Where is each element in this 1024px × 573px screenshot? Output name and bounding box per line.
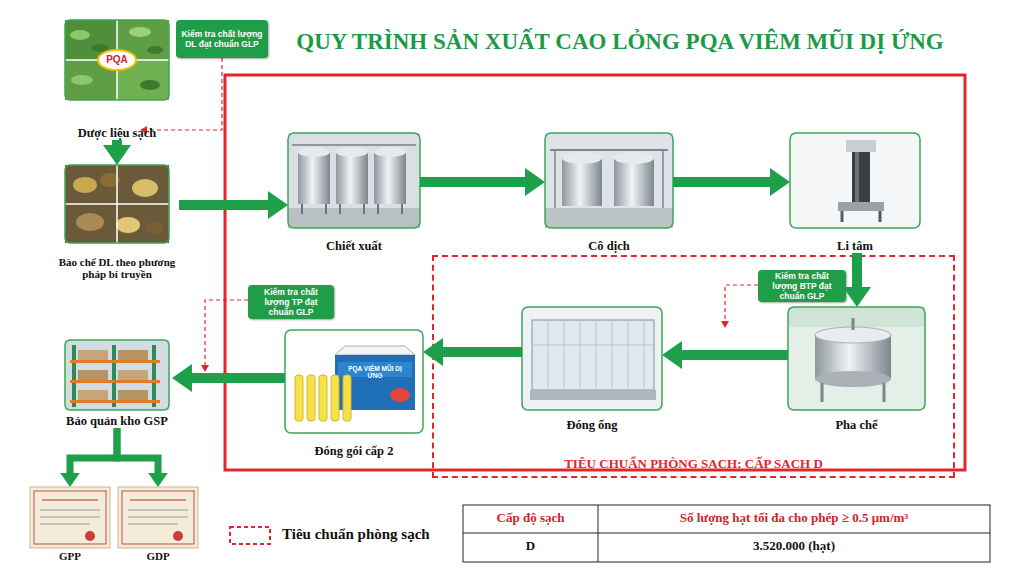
arrow-shaft [192, 373, 285, 383]
node-label: Kiểm tra chất lượng BTP đạt chuẩn GLP [762, 271, 842, 302]
node-label: Dược liệu sạch [65, 126, 169, 140]
node-label: Cô dịch [545, 239, 673, 253]
production-frame [225, 75, 965, 470]
node-label: Chiết xuất [288, 239, 420, 253]
arrow-head [662, 341, 682, 369]
node-label: GPP [30, 550, 110, 563]
process-step: Cô dịch [545, 133, 673, 253]
arrow-shaft [420, 177, 525, 187]
flow-arrow [662, 341, 788, 369]
node-label: Đóng ống [522, 418, 662, 432]
arrow-shaft [852, 253, 862, 287]
diagram-title: QUY TRÌNH SẢN XUẤT CAO LỎNG PQA VIÊM MŨI… [270, 29, 970, 55]
process-step: Dược liệu sạch [65, 20, 169, 140]
legend-text: Tiêu chuẩn phòng sạch [282, 526, 430, 543]
process-step: Bào chế DL theo phương pháp bí truyền [55, 165, 179, 281]
filling-machine [522, 307, 662, 410]
table-cell: 3.520.000 (hạt) [598, 539, 990, 554]
flow-arrow [843, 253, 871, 307]
process-step: GDP [118, 487, 198, 563]
flow-arrow [172, 364, 285, 392]
arrow-head [103, 145, 131, 165]
herb-prep-photo [65, 165, 169, 243]
process-step: Pha chế [788, 307, 925, 432]
node-label: Đóng gói cấp 2 [285, 444, 423, 458]
process-step: Chiết xuất [288, 133, 420, 253]
process-step: Đóng gói cấp 2 [285, 330, 423, 458]
table-grid [463, 505, 990, 562]
arrow-shaft [117, 428, 158, 473]
arrow-shaft [112, 140, 122, 145]
evaporator-tanks [545, 133, 673, 228]
legend-sample [230, 527, 270, 544]
process-step: Đóng ống [522, 307, 662, 432]
arrow-head [423, 338, 443, 366]
arrow-shaft [70, 428, 117, 473]
flow-arrow [60, 428, 117, 487]
logo-text: PQA [100, 54, 134, 66]
photo-frame [65, 20, 925, 433]
arrow-shaft [443, 347, 522, 357]
quality-check-callout: Kiểm tra chất lượng BTP đạt chuẩn GLP [758, 270, 846, 302]
node-label: Li tâm [790, 239, 920, 253]
node-label: Kiểm tra chất lượng DL đạt chuẩn GLP [180, 29, 264, 49]
process-step: GPP [30, 487, 110, 563]
leader-arrowhead [140, 126, 729, 372]
extraction-tanks [288, 133, 420, 228]
cleanroom-zone: TIÊU CHUẨN PHÒNG SẠCH: CẤP SẠCH D Kiểm tr… [432, 255, 955, 478]
node-label: Bảo quản kho GSP [62, 414, 172, 428]
flow-arrow [117, 428, 168, 487]
flow-arrow [420, 168, 545, 196]
quality-check-callout: Kiểm tra chất lượng DL đạt chuẩn GLP [176, 20, 268, 58]
flow-arrow [423, 338, 522, 366]
process-step: Bảo quản kho GSP [62, 340, 172, 428]
node-label: Kiểm tra chất lượng TP đạt chuẩn GLP [252, 287, 330, 318]
leader-line [146, 58, 758, 366]
arrow-head [770, 168, 790, 196]
mixing-tank [788, 307, 925, 410]
herb-photo [65, 20, 169, 100]
arrow-shaft [673, 177, 770, 187]
flow-arrow [179, 191, 288, 219]
arrow-head [60, 473, 80, 487]
table-header: Cấp độ sạch [463, 511, 598, 526]
flow-arrow [103, 140, 131, 165]
table-cell: D [463, 539, 598, 554]
arrow-shaft [682, 350, 788, 360]
arrow-shaft [179, 200, 268, 210]
table-header: Số lượng hạt tối đa cho phép ≥ 0.5 μm/m³ [598, 511, 990, 526]
warehouse [65, 340, 169, 410]
node-label: TIÊU CHUẨN PHÒNG SẠCH: CẤP SẠCH D [434, 456, 953, 472]
arrow-head [172, 364, 192, 392]
arrow-head [525, 168, 545, 196]
arrow-head [843, 287, 871, 307]
arrow-head [148, 473, 168, 487]
centrifuge [790, 133, 920, 228]
certificate [118, 487, 198, 548]
quality-check-callout: Kiểm tra chất lượng TP đạt chuẩn GLP [248, 285, 334, 319]
node-label: Bào chế DL theo phương pháp bí truyền [55, 256, 179, 281]
product-package [285, 330, 423, 433]
flow-arrow [673, 168, 790, 196]
node-label: Pha chế [788, 418, 925, 432]
process-step: Li tâm [790, 133, 920, 253]
arrow-head [268, 191, 288, 219]
package-text: PQA VIÊM MŨI DỊ ỨNG [340, 365, 410, 380]
node-label: GDP [118, 550, 198, 563]
certificate [30, 487, 110, 548]
